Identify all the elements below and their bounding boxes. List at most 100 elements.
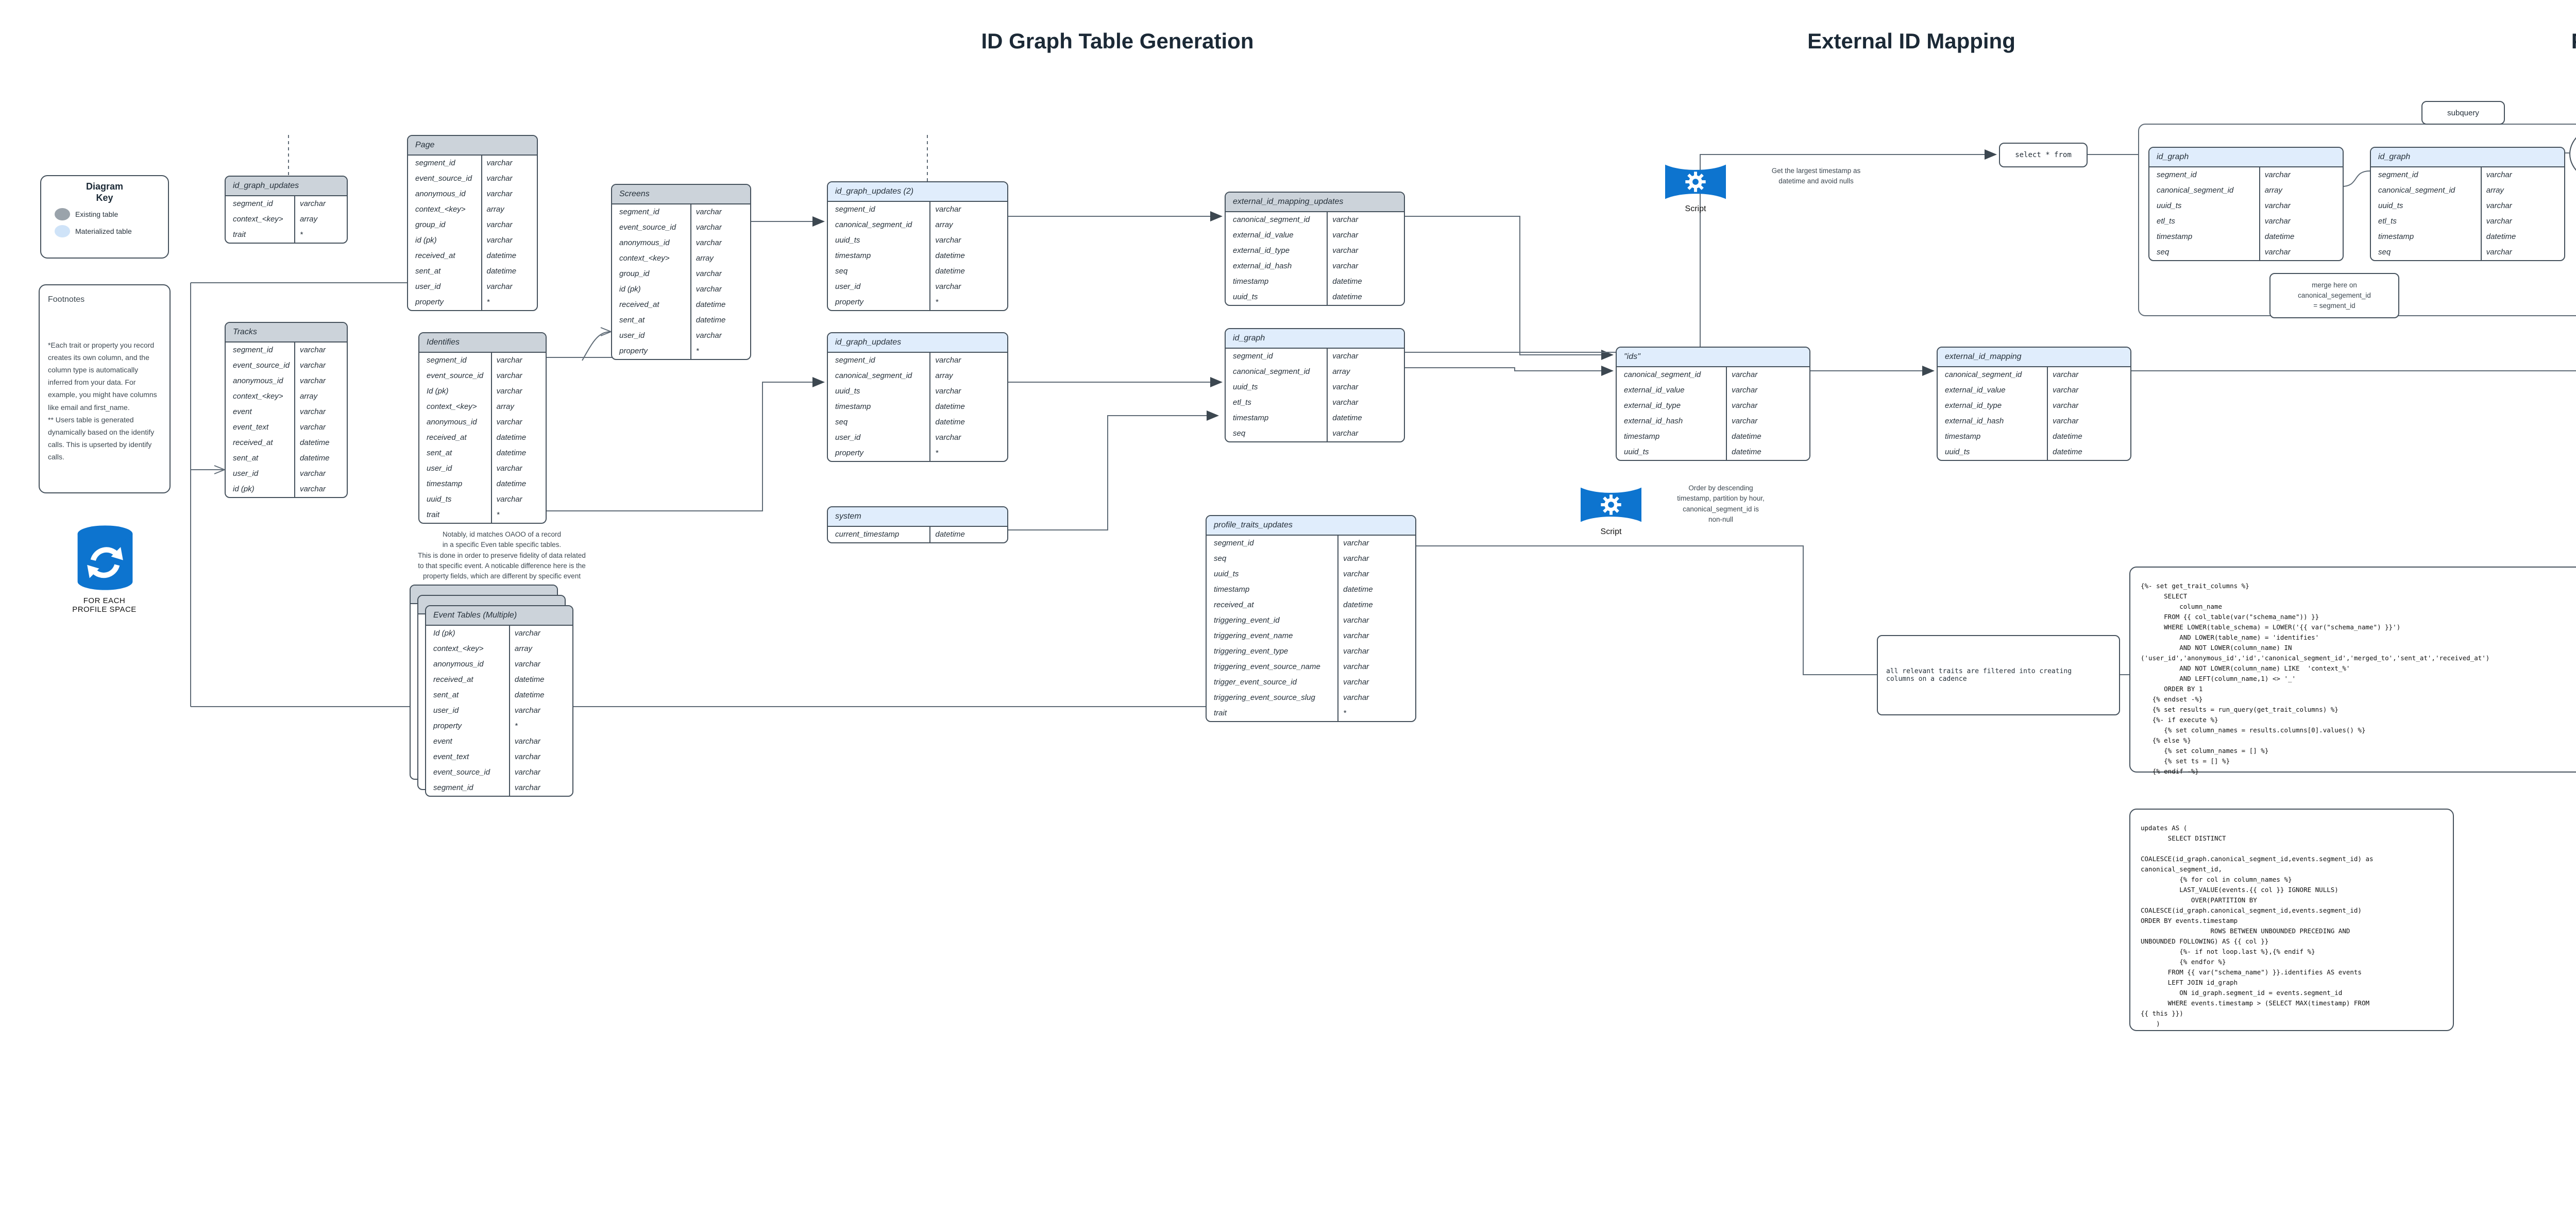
legend-item-materialized: Materialized table <box>47 225 162 238</box>
field-name: canonical_segment_id <box>2378 186 2455 195</box>
field-type: * <box>514 722 518 731</box>
field-name: context_<key> <box>233 392 283 401</box>
table-row: trait* <box>419 507 546 523</box>
field-name: sent_at <box>233 454 259 463</box>
materialized-table-swatch <box>55 225 70 238</box>
field-name: uuid_ts <box>1945 448 1970 457</box>
subquery-label-box[interactable]: subquery <box>2421 101 2505 125</box>
script-icon[interactable] <box>1581 484 1641 528</box>
field-type: array <box>2264 186 2282 195</box>
field-name: uuid_ts <box>1233 293 1258 302</box>
field-name: timestamp <box>427 479 463 489</box>
field-name: user_id <box>415 282 441 292</box>
table-row: Id (pk)varchar <box>419 384 546 399</box>
field-name: event_source_id <box>427 371 484 381</box>
code-block-get-trait-columns[interactable]: {%- set get_trait_columns %} SELECT colu… <box>2129 567 2576 775</box>
table-title: id_graph_updates <box>233 181 299 190</box>
field-name: segment_id <box>1214 539 1254 548</box>
footnotes-box[interactable]: Footnotes *Each trait or property you re… <box>39 284 171 493</box>
field-name: canonical_segment_id <box>835 371 912 381</box>
field-name: canonical_segment_id <box>835 220 912 230</box>
field-name: seq <box>835 418 848 427</box>
field-type: varchar <box>935 236 961 245</box>
field-type: varchar <box>514 629 540 638</box>
field-type: varchar <box>1343 554 1369 563</box>
field-type: varchar <box>496 464 522 473</box>
field-type: varchar <box>696 223 722 232</box>
field-name: segment_id <box>415 159 455 168</box>
table-row: property* <box>828 295 1007 310</box>
field-type: datetime <box>1332 277 1362 286</box>
subquery-label: subquery <box>2447 108 2479 117</box>
field-name: trigger_event_source_id <box>1214 678 1297 687</box>
script-icon[interactable] <box>1665 161 1726 205</box>
field-name: property <box>835 298 864 307</box>
field-name: triggering_event_name <box>1214 631 1293 641</box>
table-row: Id (pk)varchar <box>426 626 572 641</box>
field-type: varchar <box>2486 248 2512 257</box>
field-type: varchar <box>1343 662 1369 672</box>
field-name: triggering_event_id <box>1214 616 1280 625</box>
traits-cadence-note[interactable]: all relevant traits are filtered into cr… <box>1877 635 2120 715</box>
table-row: property* <box>612 344 750 359</box>
diagram-key[interactable]: Diagram Key Existing table Materialized … <box>40 175 169 259</box>
select-from-box[interactable]: select * from <box>1999 143 2088 167</box>
code-block-updates-cte[interactable]: updates AS ( SELECT DISTINCT COALESCE(id… <box>2129 809 2454 1031</box>
field-type: varchar <box>1332 398 1359 407</box>
field-type: varchar <box>1732 417 1758 426</box>
field-name: anonymous_id <box>619 238 670 248</box>
field-type: datetime <box>1732 432 1761 441</box>
database-refresh-icon[interactable] <box>75 524 135 594</box>
field-name: external_id_hash <box>1945 417 2004 426</box>
field-type: datetime <box>1332 293 1362 302</box>
table-row: context_<key>array <box>226 389 347 404</box>
field-type: varchar <box>299 361 326 370</box>
merge-here-note[interactable]: merge here on canonical_segement_id = se… <box>2269 273 2399 318</box>
table-row: context_<key>array <box>226 212 347 227</box>
field-name: received_at <box>1214 601 1254 610</box>
field-name: seq <box>2157 248 2170 257</box>
select-from-label: select * from <box>2015 151 2072 159</box>
field-name: seq <box>835 267 848 276</box>
field-name: event_source_id <box>415 174 472 183</box>
field-type: varchar <box>514 660 540 669</box>
field-type: varchar <box>696 331 722 340</box>
